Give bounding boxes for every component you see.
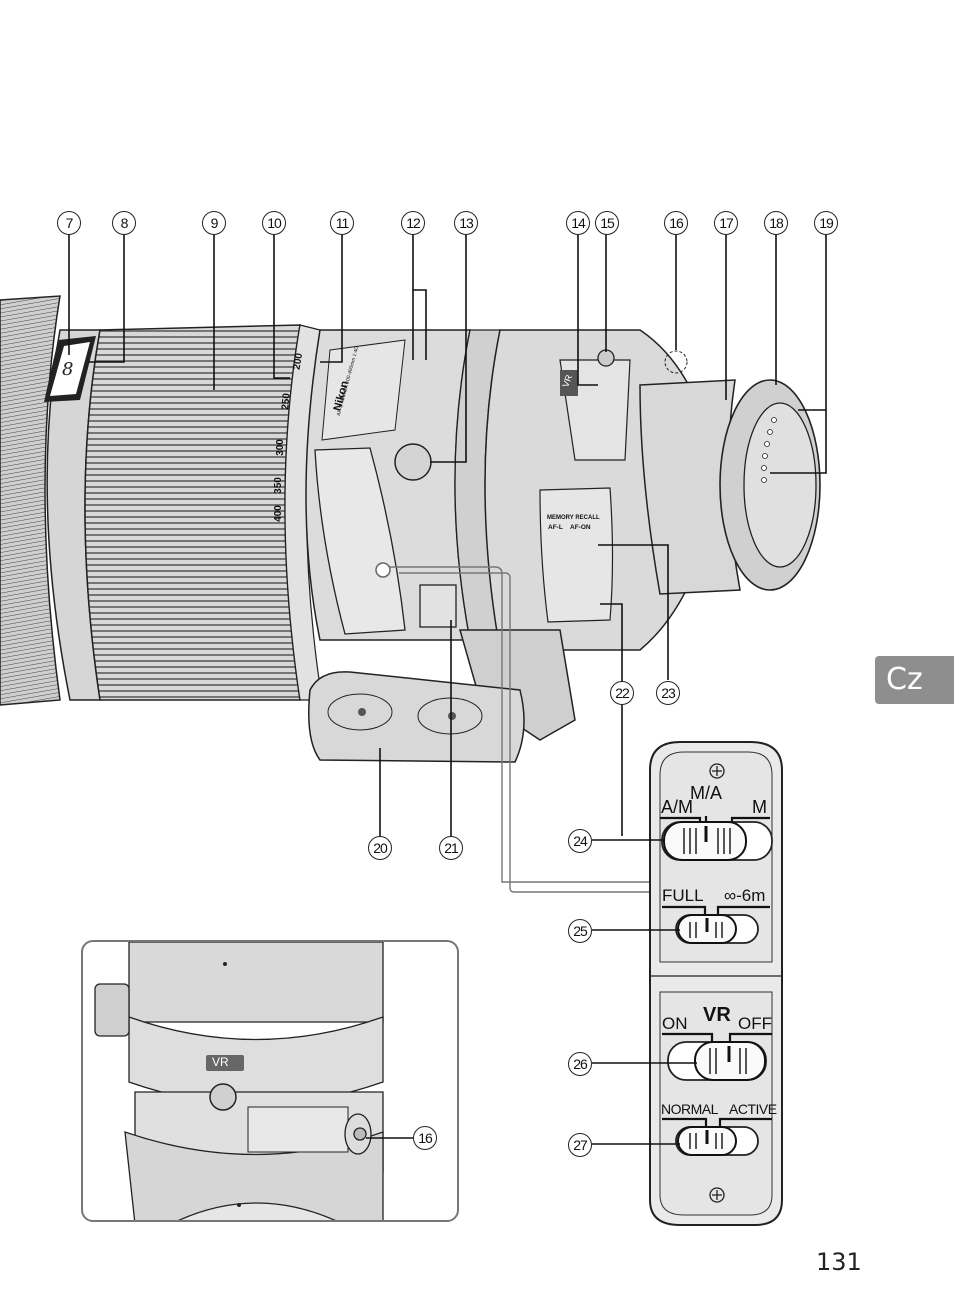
callout-20: 20 xyxy=(368,836,392,860)
callout-17: 17 xyxy=(714,211,738,235)
callout-7: 7 xyxy=(57,211,81,235)
callout-23: 23 xyxy=(656,681,680,705)
callout-25: 25 xyxy=(568,919,592,943)
callout-22: 22 xyxy=(610,681,634,705)
callout-16: 16 xyxy=(664,211,688,235)
focus-limit-full-label: FULL xyxy=(662,886,704,905)
callout-11: 11 xyxy=(330,211,354,235)
zoom-mark-250: 250 xyxy=(280,392,293,411)
zoom-ring xyxy=(84,324,301,701)
callout-14: 14 xyxy=(566,211,590,235)
inset-rear-view: VR 16 xyxy=(81,940,459,1222)
zoom-mark-350: 350 xyxy=(272,477,284,494)
page-number: 131 xyxy=(816,1248,862,1276)
inset-vr-badge: VR xyxy=(212,1055,229,1069)
svg-text:8: 8 xyxy=(62,359,73,380)
callout-26: 26 xyxy=(568,1052,592,1076)
focus-limit-6m-label: ∞-6m xyxy=(724,886,766,905)
callout-8: 8 xyxy=(112,211,136,235)
memory-recall-label: MEMORY RECALL xyxy=(547,515,600,521)
focus-mode-ma-label: M/A xyxy=(689,783,723,803)
vr-active-label: ACTIVE xyxy=(729,1101,777,1117)
zoom-mark-400: 400 xyxy=(272,505,284,522)
callout-10: 10 xyxy=(262,211,286,235)
callout-24: 24 xyxy=(568,829,592,853)
af-on-label: AF-ON xyxy=(570,524,591,531)
callout-18: 18 xyxy=(764,211,788,235)
callout-13: 13 xyxy=(454,211,478,235)
callout-15: 15 xyxy=(595,211,619,235)
callout-12: 12 xyxy=(401,211,425,235)
callout-19: 19 xyxy=(814,211,838,235)
vr-on-label: ON xyxy=(662,1014,688,1033)
zoom-scale: 200 250 300 350 400 xyxy=(270,350,305,530)
language-tab: Cz xyxy=(875,656,954,704)
callout-9: 9 xyxy=(202,211,226,235)
callout-27: 27 xyxy=(568,1133,592,1157)
vr-normal-label: NORMAL xyxy=(661,1101,718,1117)
vr-title-label: VR xyxy=(703,1004,731,1026)
inset-callout-16: 16 xyxy=(413,1126,437,1150)
inset-illustration xyxy=(94,942,413,1220)
focus-mode-am-label: A/M xyxy=(661,797,694,817)
vr-off-label: OFF xyxy=(738,1014,772,1033)
focus-mode-m-label: M xyxy=(752,797,767,817)
callout-21: 21 xyxy=(439,836,463,860)
af-l-label: AF-L xyxy=(548,524,563,531)
zoom-mark-300: 300 xyxy=(274,439,286,456)
